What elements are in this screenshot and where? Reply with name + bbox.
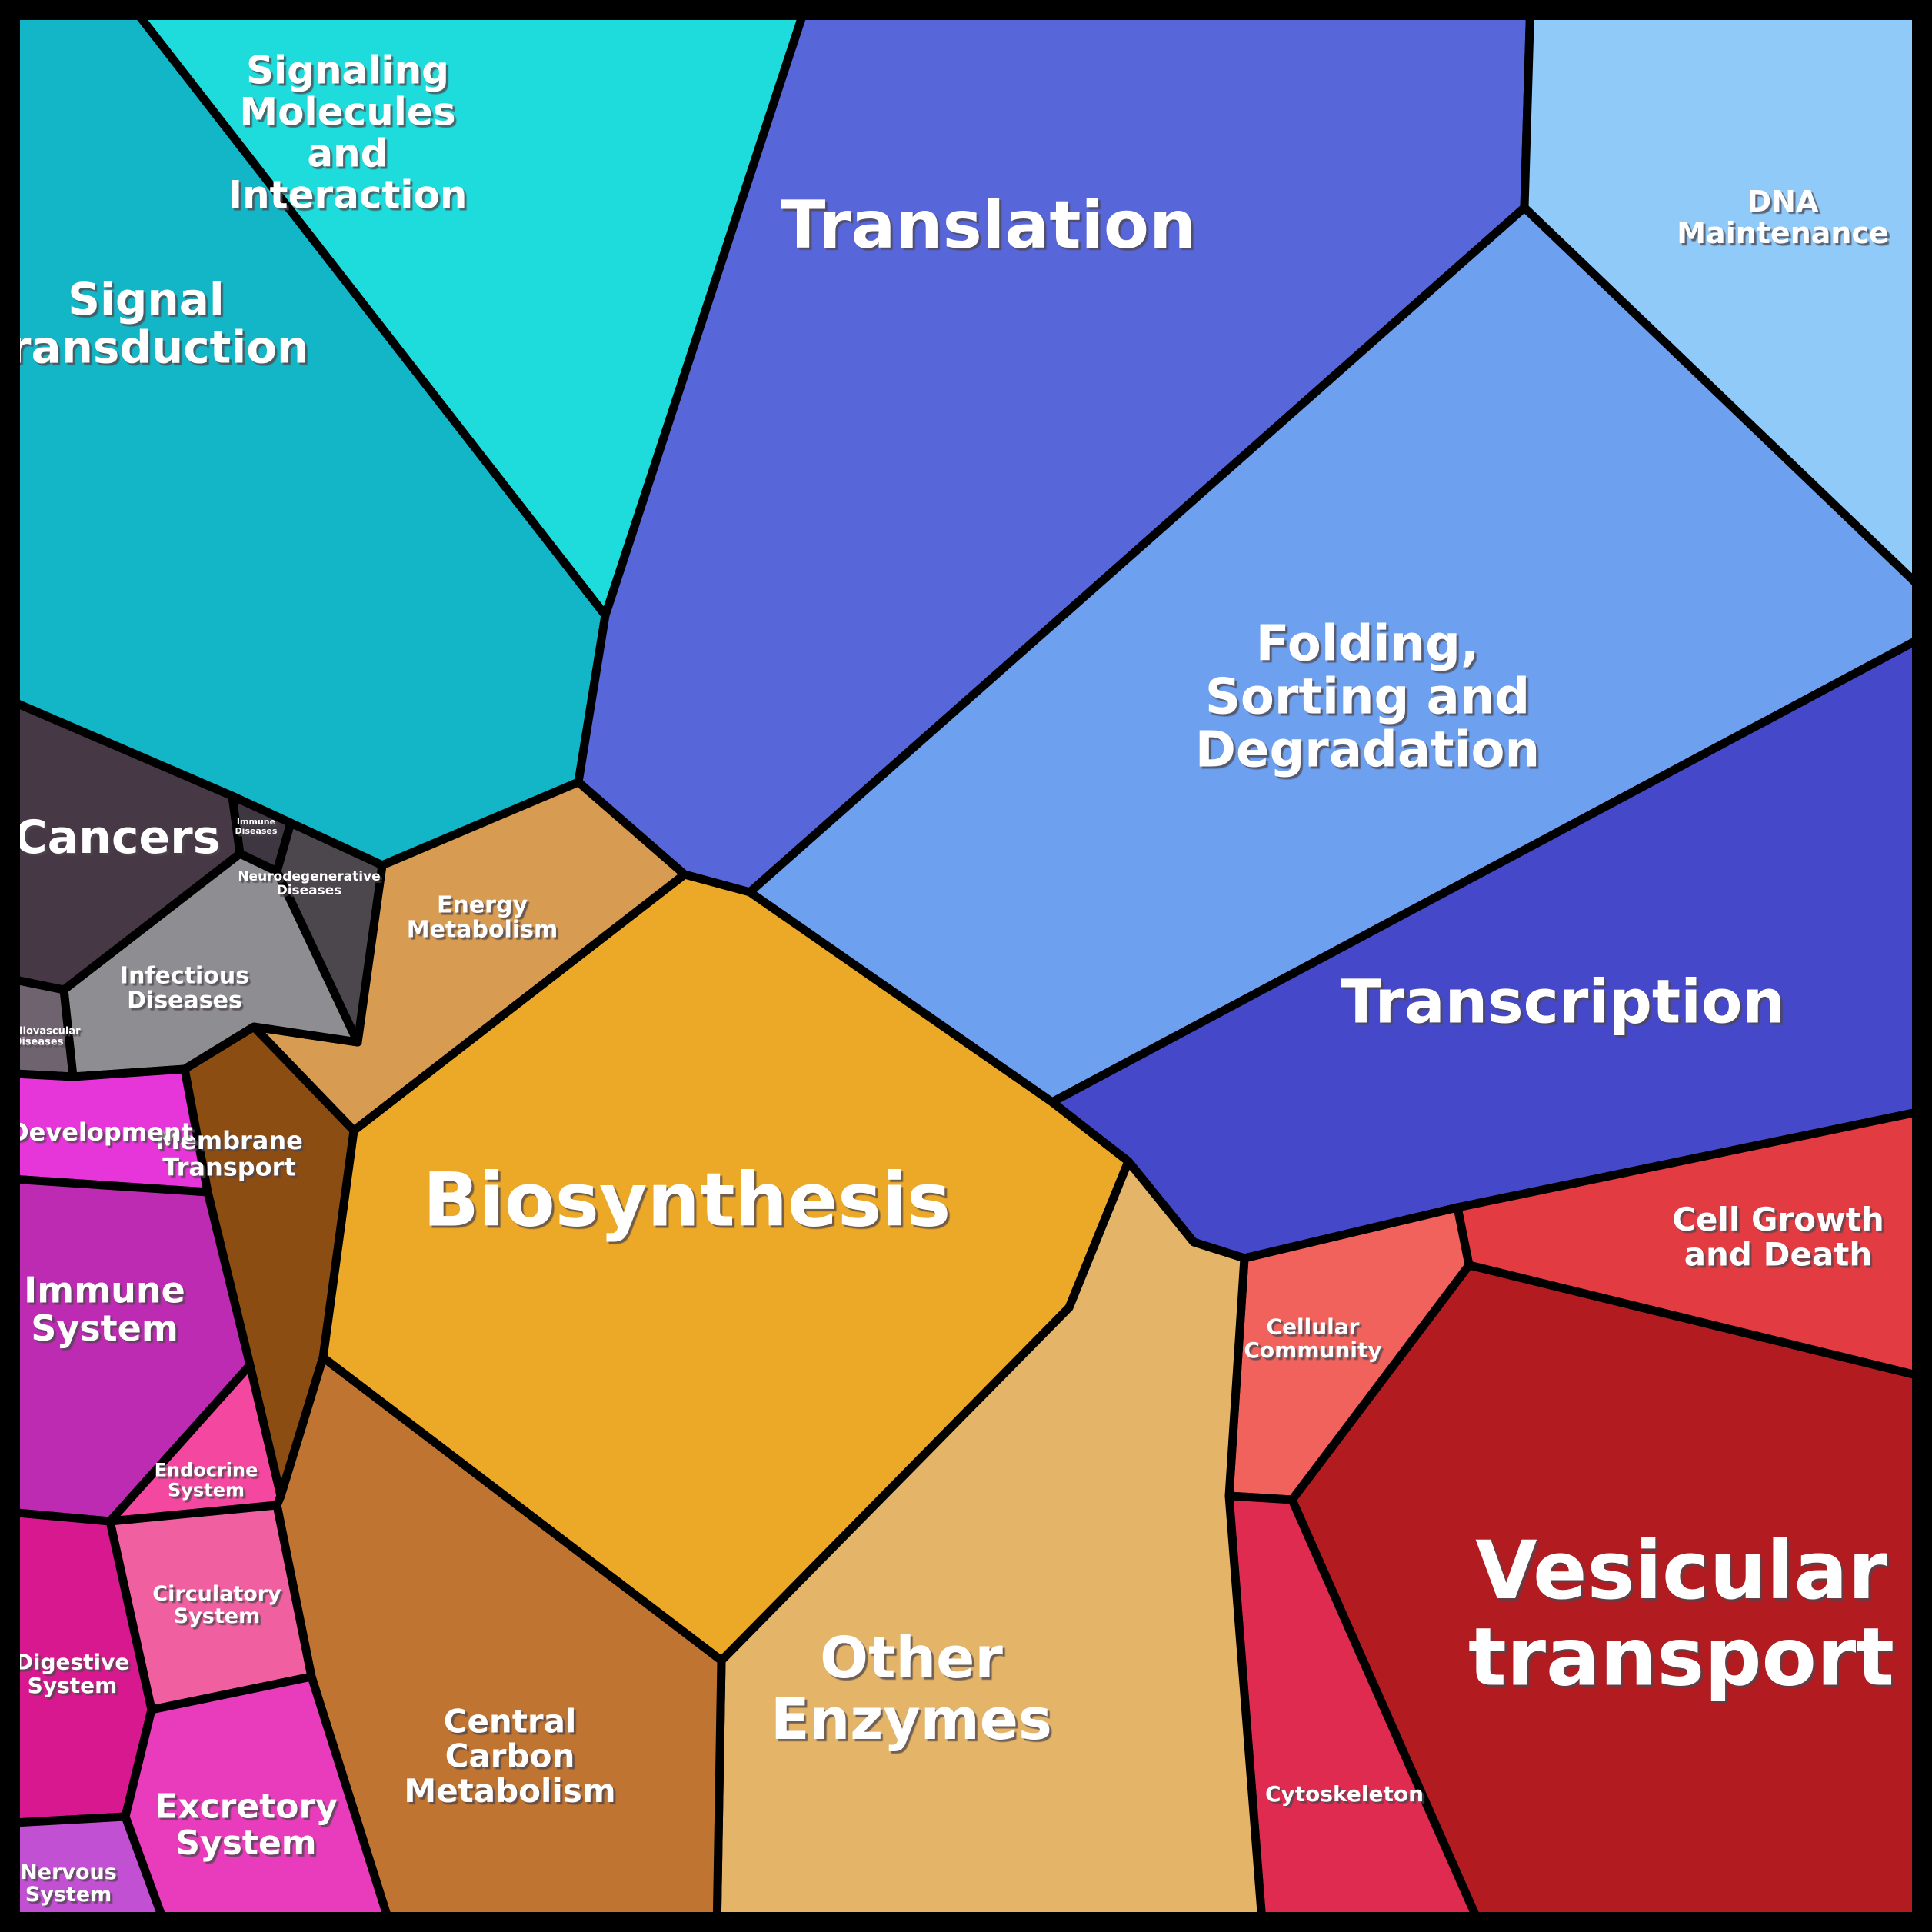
cell-development — [0, 1064, 212, 1197]
cell-dna-maintenance — [1520, 0, 1932, 603]
cell-nervous-system — [0, 1812, 172, 1932]
